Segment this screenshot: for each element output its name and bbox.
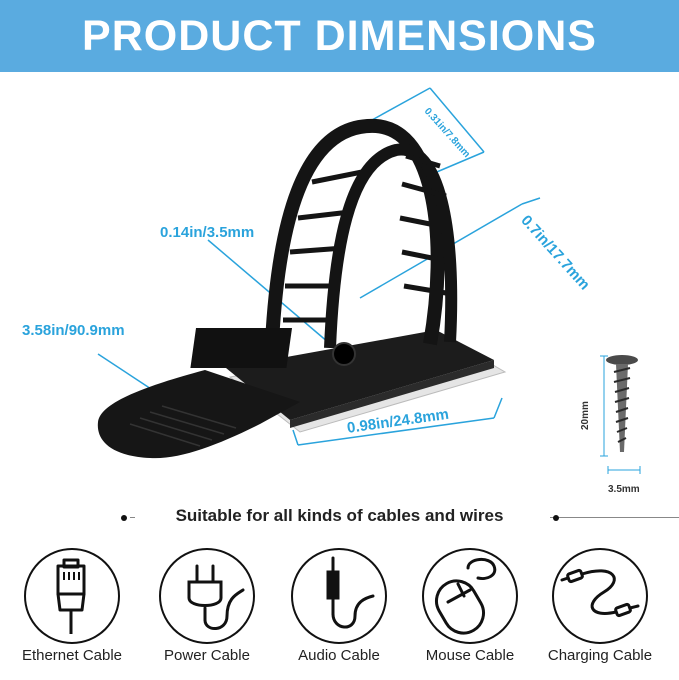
charging-circle [552,548,648,644]
mouse-icon [435,558,497,635]
cable-item-charging: Charging Cable [541,548,659,664]
cable-item-power: Power Cable [148,548,266,664]
power-circle [159,548,255,644]
screw-height-label: 20mm [580,401,591,430]
title-banner: PRODUCT DIMENSIONS [0,0,679,72]
ethernet-circle [24,548,120,644]
audio-label: Audio Cable [298,647,380,664]
audio-jack-icon [326,556,375,629]
mouse-label: Mouse Cable [425,647,515,664]
charging-cable-icon [560,568,640,618]
ethernet-label: Ethernet Cable [21,647,123,664]
divider-ornaments [0,508,559,528]
power-label: Power Cable [164,647,250,664]
power-plug-icon [187,564,245,630]
cable-types-panel [0,508,679,680]
product-figure: 0.31in/7.8mm 0.14in/3.5mm 3.58in/90.9mm … [0,72,679,502]
cable-item-ethernet: Ethernet Cable [13,548,131,664]
overall-length-label: 3.58in/90.9mm [22,322,125,339]
ethernet-plug-icon [56,558,86,634]
hole-diameter-label: 0.14in/3.5mm [160,224,255,241]
screw-width-label: 3.5mm [608,484,640,495]
banner-title: PRODUCT DIMENSIONS [82,12,597,60]
charging-label: Charging Cable [547,647,653,664]
mouse-circle [422,548,518,644]
cable-clip-illustration [97,87,641,474]
audio-circle [291,548,387,644]
cable-item-mouse: Mouse Cable [411,548,529,664]
screw-illustration [606,355,638,452]
section-caption: Suitable for all kinds of cables and wir… [175,506,504,525]
cable-item-audio: Audio Cable [280,548,398,664]
